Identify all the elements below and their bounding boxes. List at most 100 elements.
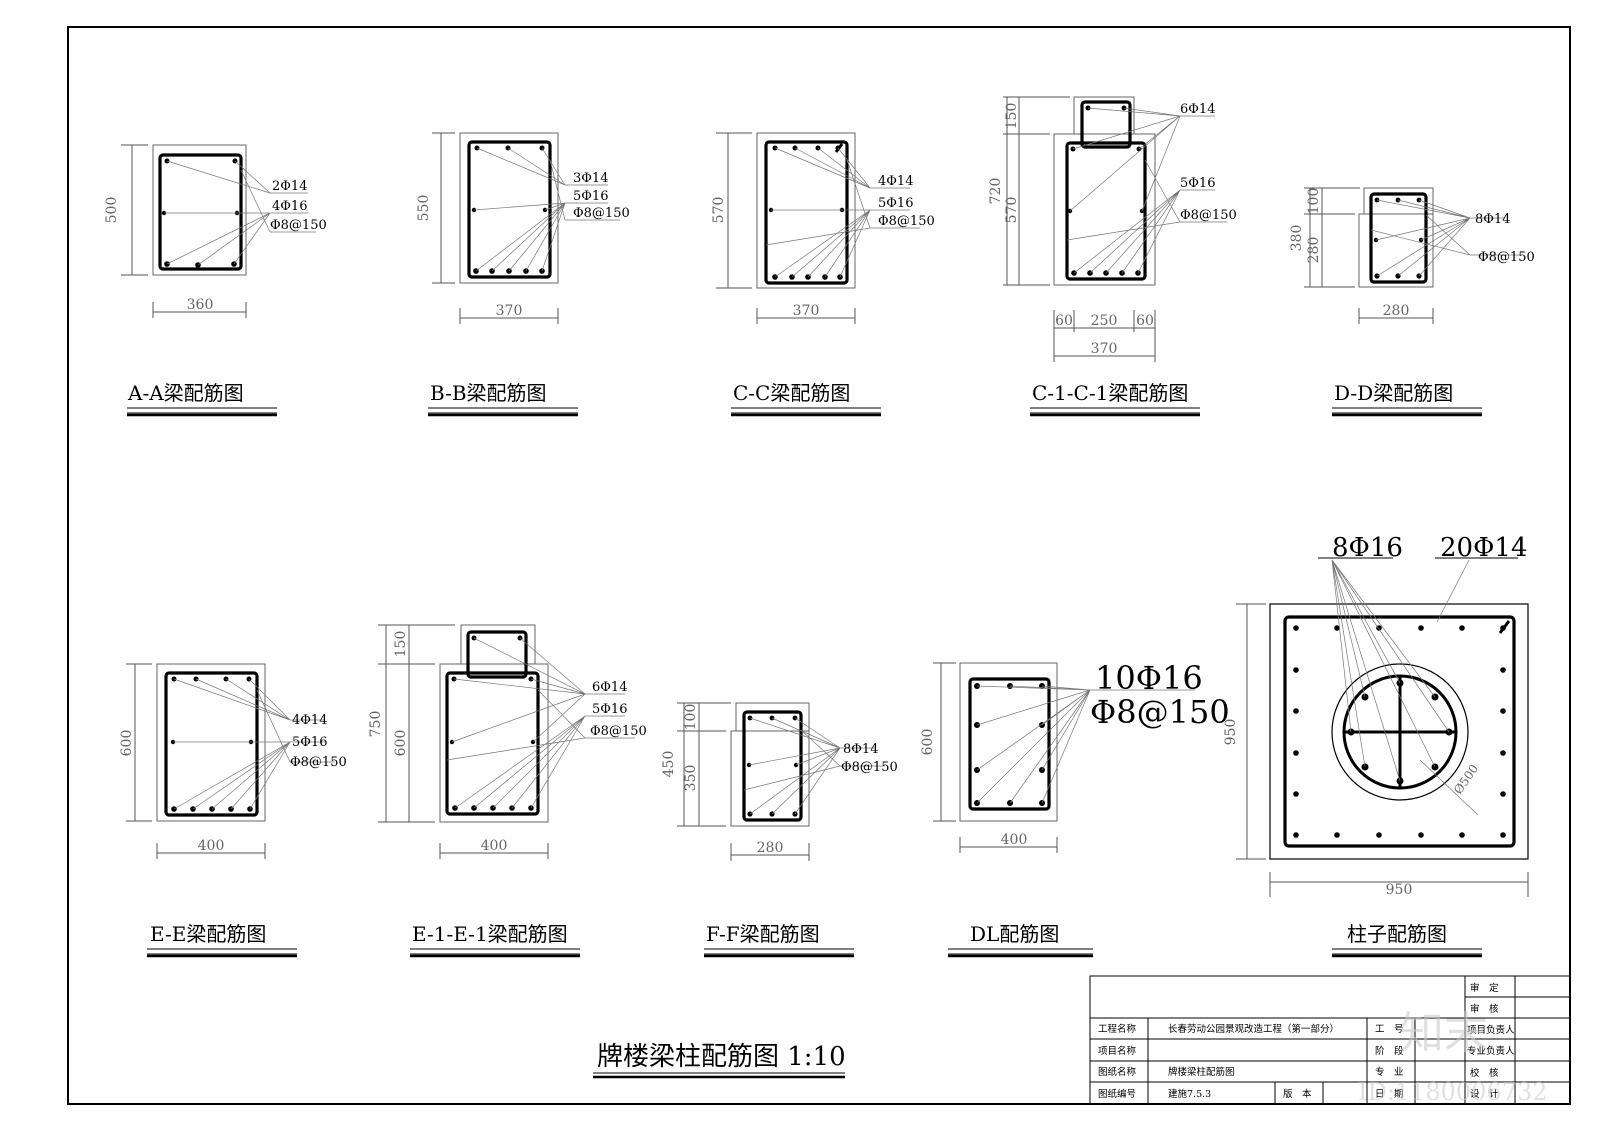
c1-width-total: 370 — [1091, 341, 1118, 357]
c1-rebar-3: Φ8@150 — [1180, 208, 1237, 223]
section-dd — [1304, 187, 1520, 324]
dd-title: D-D梁配筋图 — [1334, 381, 1453, 405]
tb-right-label-6: 设 计 — [1470, 1088, 1499, 1100]
aa-rebar-1: 2Φ14 — [272, 179, 307, 194]
tb-job-label: 工 号 — [1375, 1024, 1404, 1035]
c1-rebar-2: 5Φ16 — [1180, 176, 1215, 191]
section-bb — [432, 132, 620, 324]
cc-width: 370 — [793, 303, 820, 319]
column-rebar-2: 20Φ14 — [1440, 533, 1527, 563]
column-diameter: Ø500 — [1451, 762, 1481, 797]
bb-rebar-3: Φ8@150 — [573, 206, 630, 221]
cc-rebar-2: 5Φ16 — [878, 196, 913, 211]
section-e1 — [378, 624, 635, 859]
aa-rebar-3: Φ8@150 — [270, 218, 327, 233]
dl-title: DL配筋图 — [970, 922, 1059, 946]
tb-right-label-3: 项目负责人 — [1467, 1024, 1515, 1036]
dd-height-top: 100 — [1306, 188, 1322, 215]
ee-height: 600 — [119, 730, 135, 757]
tb-item-label: 项目名称 — [1098, 1045, 1137, 1057]
aa-rebar-2: 4Φ16 — [272, 199, 307, 214]
c1-width-mid: 250 — [1091, 313, 1118, 329]
ff-height-main: 350 — [683, 765, 699, 792]
title-block — [1089, 975, 1571, 1105]
ff-height-top: 100 — [683, 704, 699, 731]
bb-width: 370 — [496, 303, 523, 319]
cc-rebar-1: 4Φ14 — [878, 174, 913, 189]
c1-width-right: 60 — [1136, 313, 1154, 329]
section-ff — [677, 702, 885, 861]
bb-rebar-1: 3Φ14 — [573, 171, 608, 186]
dd-height-total: 380 — [1289, 225, 1305, 252]
c1-title: C-1-C-1梁配筋图 — [1032, 381, 1188, 405]
section-column — [1236, 557, 1529, 897]
e1-title: E-1-E-1梁配筋图 — [412, 922, 568, 946]
section-ee — [126, 663, 335, 859]
cc-rebar-3: Φ8@150 — [878, 214, 935, 229]
ee-width: 400 — [198, 838, 225, 854]
ff-rebar-1: 8Φ14 — [843, 742, 878, 757]
ee-rebar-1: 4Φ14 — [292, 713, 327, 728]
ee-rebar-2: 5Φ16 — [292, 735, 327, 750]
tb-right-label-5: 校 核 — [1470, 1067, 1499, 1079]
sheet-title: 牌楼梁柱配筋图 1:10 — [597, 1042, 846, 1072]
tb-stage-label: 阶 段 — [1375, 1045, 1404, 1057]
e1-rebar-3: Φ8@150 — [590, 724, 647, 739]
column-height: 950 — [1223, 719, 1239, 746]
tb-number-value: 建施7.5.3 — [1168, 1088, 1211, 1100]
bb-title: B-B梁配筋图 — [430, 381, 547, 405]
sheet-frame — [67, 26, 1571, 1105]
tb-version-label: 版 本 — [1283, 1088, 1312, 1100]
dl-height: 600 — [920, 729, 936, 756]
section-aa — [121, 144, 316, 318]
tb-number-label: 图纸编号 — [1098, 1088, 1136, 1100]
ff-width: 280 — [757, 840, 784, 856]
section-dl — [933, 662, 1195, 853]
tb-right-label-4: 专业负责人 — [1467, 1045, 1515, 1057]
dl-rebar-2: Φ8@150 — [1090, 693, 1230, 731]
e1-height-total: 750 — [368, 711, 384, 738]
aa-height: 500 — [104, 197, 120, 224]
c1-height-main: 570 — [1004, 197, 1020, 224]
e1-width: 400 — [481, 838, 508, 854]
ee-title: E-E梁配筋图 — [150, 922, 266, 946]
bb-height: 550 — [416, 195, 432, 222]
dd-height-main: 280 — [1306, 237, 1322, 264]
e1-height-top: 150 — [393, 631, 409, 658]
cc-title: C-C梁配筋图 — [733, 381, 850, 405]
dl-rebar-1: 10Φ16 — [1095, 659, 1203, 697]
column-title: 柱子配筋图 — [1347, 922, 1447, 946]
dd-rebar-2: Φ8@150 — [1478, 250, 1535, 265]
tb-date-label: 日 期 — [1375, 1089, 1404, 1100]
tb-drawing-label: 图纸名称 — [1098, 1066, 1137, 1078]
tb-right-label-1: 审 定 — [1470, 982, 1499, 994]
dl-width: 400 — [1001, 832, 1028, 848]
dd-rebar-1: 8Φ14 — [1475, 212, 1510, 227]
ff-title: F-F梁配筋图 — [706, 922, 820, 946]
column-rebar-1: 8Φ16 — [1332, 533, 1403, 563]
e1-rebar-2: 5Φ16 — [592, 702, 627, 717]
dd-width: 280 — [1383, 303, 1410, 319]
aa-title: A-A梁配筋图 — [127, 381, 244, 405]
tb-discipline-label: 专 业 — [1375, 1066, 1404, 1078]
tb-project-label: 工程名称 — [1098, 1023, 1137, 1035]
aa-width: 360 — [187, 297, 214, 313]
watermark-id: ID:1180006732 — [1358, 1078, 1548, 1106]
bb-rebar-2: 5Φ16 — [573, 189, 608, 204]
section-cc — [716, 132, 920, 324]
tb-project-value: 长春劳动公园景观改造工程（第一部分） — [1168, 1023, 1339, 1035]
tb-drawing-value: 牌楼梁柱配筋图 — [1168, 1066, 1235, 1078]
watermark-logo: 知末 — [1400, 1008, 1488, 1059]
e1-rebar-1: 6Φ14 — [592, 680, 627, 695]
c1-rebar-1: 6Φ14 — [1180, 102, 1215, 117]
column-width: 950 — [1386, 882, 1413, 898]
tb-right-label-2: 审 核 — [1470, 1003, 1499, 1015]
cc-height: 570 — [711, 197, 727, 224]
section-c1 — [1003, 96, 1227, 362]
c1-height-total: 720 — [988, 178, 1004, 205]
c1-height-top: 150 — [1004, 103, 1020, 130]
ee-rebar-3: Φ8@150 — [290, 755, 347, 770]
ff-rebar-2: Φ8@150 — [841, 760, 898, 775]
e1-height-main: 600 — [393, 730, 409, 757]
